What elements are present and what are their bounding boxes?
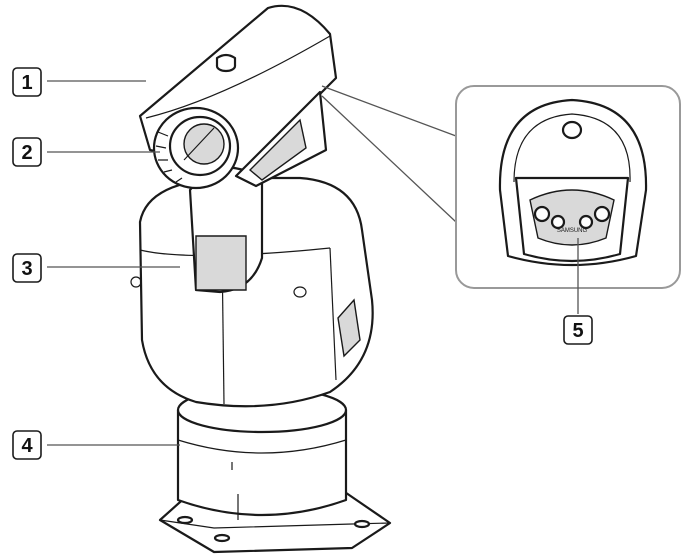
callout-2: 2 <box>12 137 42 167</box>
callout-4-label: 4 <box>21 435 33 457</box>
detail-logo-text: SAMSUNG <box>557 228 588 234</box>
leader-lines <box>47 80 579 446</box>
callout-4: 4 <box>12 430 42 460</box>
callout-3-label: 3 <box>21 258 32 280</box>
callout-2-label: 2 <box>21 142 32 164</box>
pan-tilt-body <box>130 166 374 408</box>
callout-3: 3 <box>12 253 42 283</box>
lens-assembly <box>152 106 240 190</box>
mounting-base <box>158 386 392 554</box>
detail-inset: SAMSUNG <box>321 85 681 289</box>
callout-5-label: 5 <box>572 320 583 342</box>
callout-5: 5 <box>563 315 593 345</box>
callout-1: 1 <box>12 67 42 97</box>
callout-1-label: 1 <box>21 72 32 94</box>
